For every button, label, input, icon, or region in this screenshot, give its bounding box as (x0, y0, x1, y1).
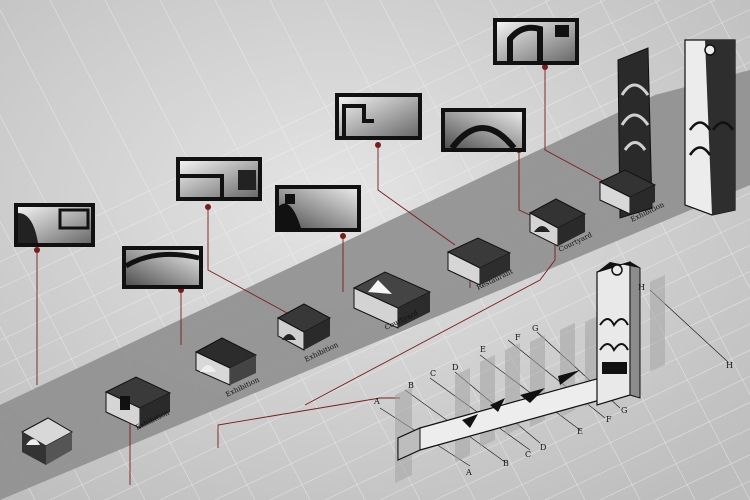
leader-line (544, 67, 611, 186)
section-letter: E (577, 427, 583, 436)
interior-panel (275, 185, 361, 232)
section-letters-upper: A B C D E F G H (373, 283, 645, 406)
interior-panel (14, 203, 95, 247)
interior-panel (493, 18, 579, 65)
room-block (446, 237, 512, 286)
section-letter: E (480, 345, 486, 354)
section-letter: A (465, 468, 472, 477)
room-block (276, 303, 332, 351)
room-block (598, 169, 657, 215)
interior-panel (441, 108, 526, 152)
interior-panel (335, 93, 422, 140)
interior-panel (122, 246, 203, 289)
leader-dot (542, 64, 548, 70)
leader-dot (205, 204, 211, 210)
section-letters-lower: A B C D E F G H (465, 361, 733, 477)
room-block (352, 271, 432, 329)
leader-lines (36, 67, 611, 485)
tower-right (684, 39, 736, 216)
section-letter: B (408, 381, 414, 390)
section-letter: G (532, 324, 538, 333)
room-block (104, 376, 172, 429)
leader-dot (340, 233, 346, 239)
section-letter: C (525, 450, 531, 459)
section-letter: B (503, 459, 509, 468)
section-letter: H (726, 361, 733, 370)
section-letter: H (638, 283, 645, 292)
interior-panels (14, 18, 579, 289)
section-letter: F (606, 415, 612, 424)
section-letter: G (621, 406, 627, 415)
section-letter: F (515, 333, 521, 342)
room-blocks (20, 169, 657, 465)
section-letter: D (452, 363, 458, 372)
section-letter: A (373, 397, 380, 406)
leader-dot (375, 142, 381, 148)
leader-line (217, 397, 400, 448)
plan-axonometric (397, 261, 641, 461)
leader-dot (34, 247, 40, 253)
leader-line (207, 207, 301, 321)
interior-panel (176, 157, 262, 201)
room-block (528, 198, 587, 247)
section-letter: C (430, 369, 436, 378)
leader-line (304, 232, 556, 406)
room-block (194, 337, 258, 386)
leader-line (377, 145, 456, 246)
section-letter: D (540, 443, 546, 452)
room-block (20, 417, 74, 465)
